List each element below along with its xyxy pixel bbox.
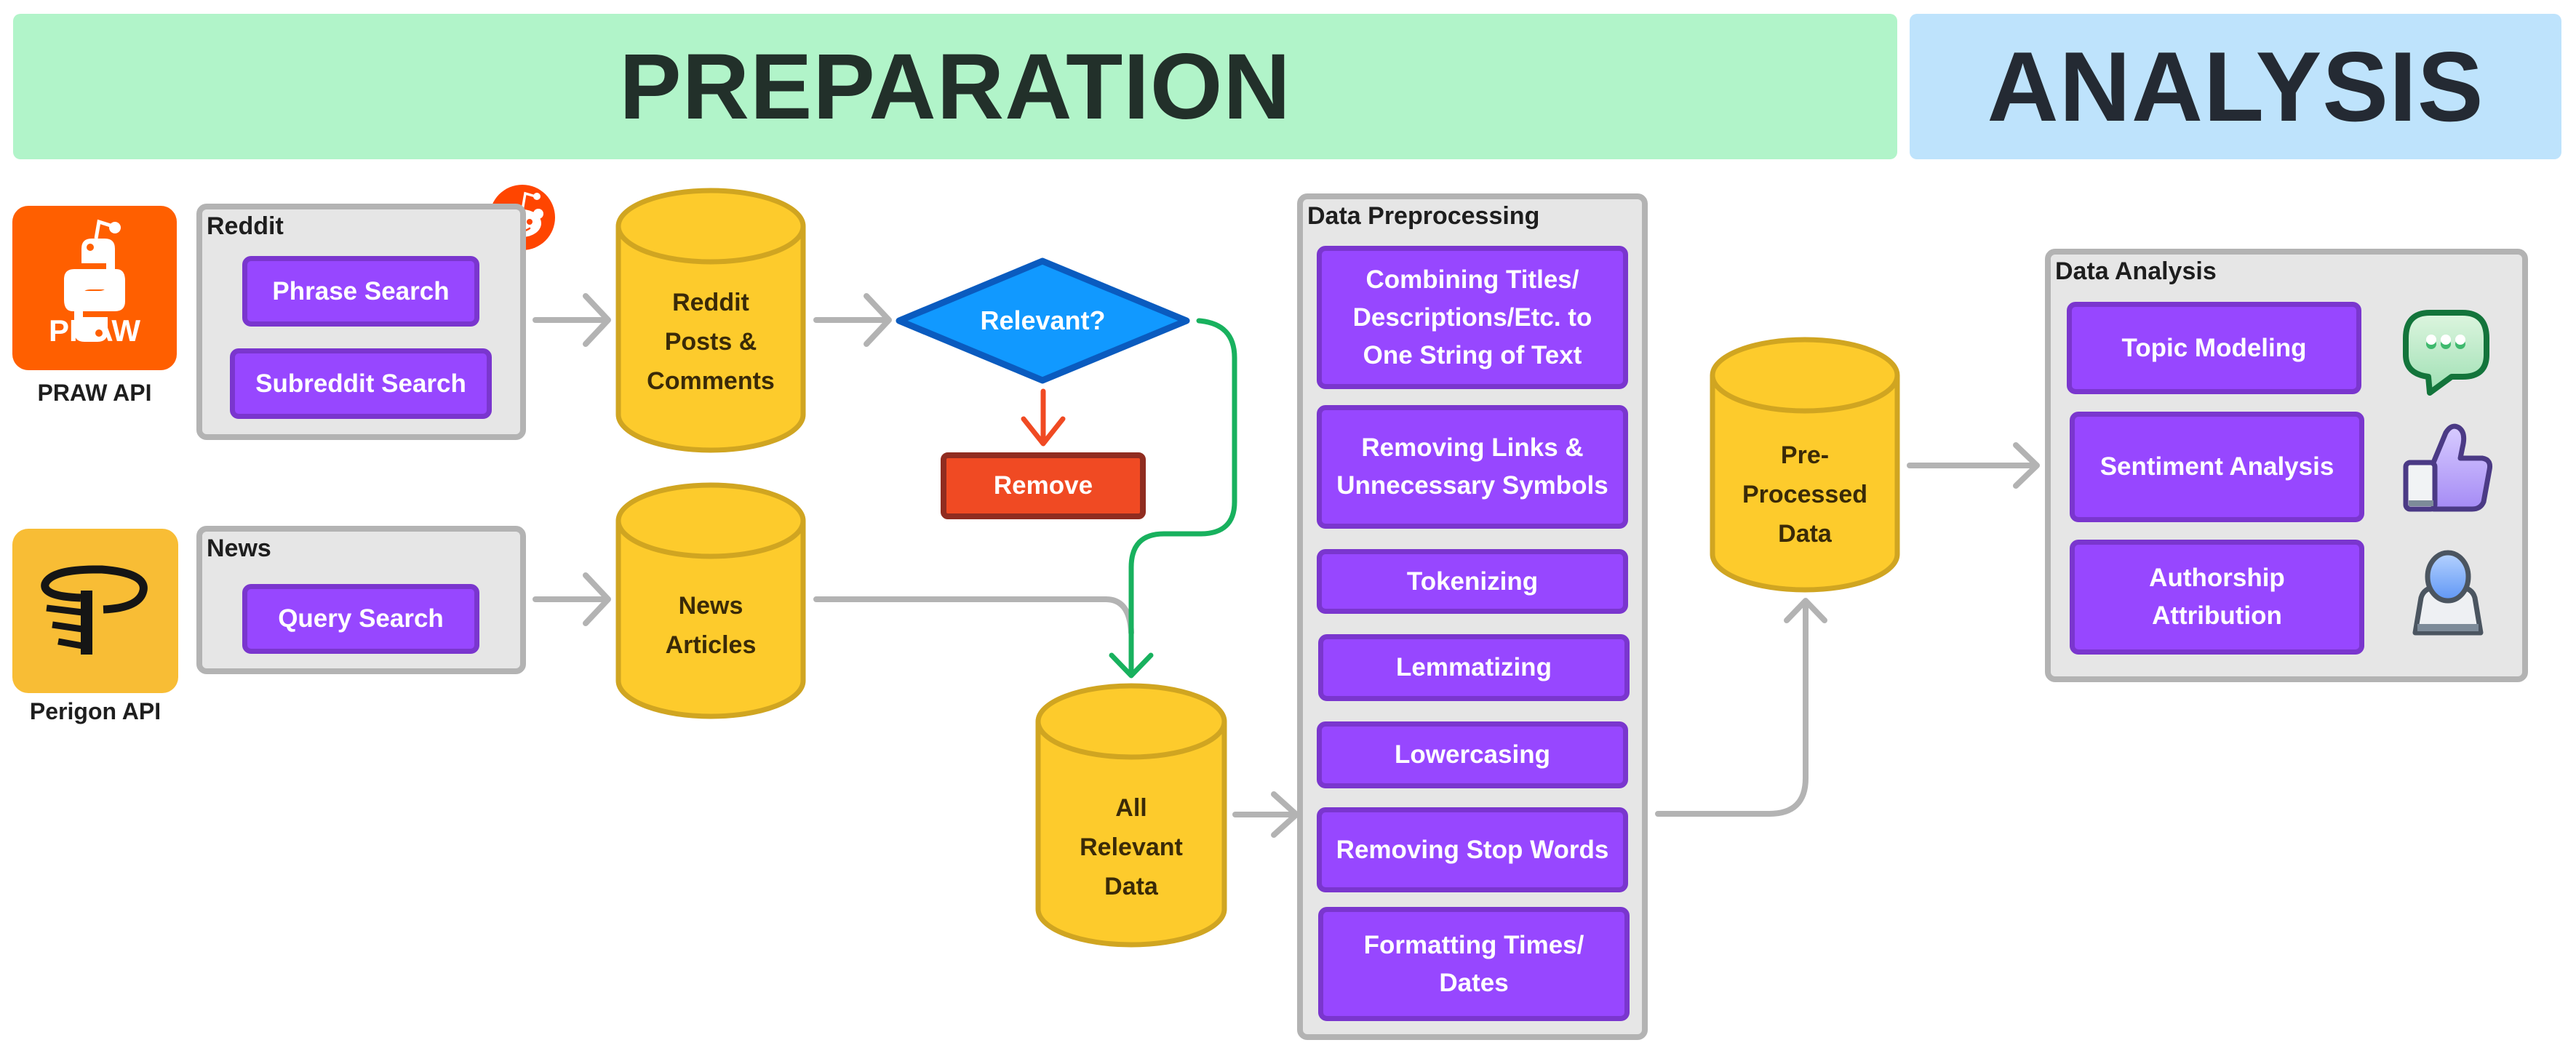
preprocessed-label: Pre- Processed Data xyxy=(1712,422,1897,567)
phrase-search-label: Phrase Search xyxy=(272,276,450,305)
analysis-banner: ANALYSIS xyxy=(1910,14,2561,159)
all-relevant-label: All Relevant Data xyxy=(1038,771,1224,924)
all-relevant-line: All xyxy=(1115,794,1147,822)
arrow-posts-to-decision xyxy=(813,293,892,347)
analysis-label: Sentiment Analysis xyxy=(2100,452,2334,481)
news-articles-label: News Articles xyxy=(618,567,803,684)
preparation-title: PREPARATION xyxy=(619,34,1291,139)
preprocessing-panel-title: Data Preprocessing xyxy=(1307,202,1540,230)
preprocessing-step-tokenizing[interactable]: Tokenizing xyxy=(1317,549,1628,614)
query-search-label: Query Search xyxy=(278,604,444,633)
subreddit-search-step[interactable]: Subreddit Search xyxy=(230,348,492,419)
perigon-logo-tile xyxy=(12,529,178,693)
remove-label: Remove xyxy=(993,471,1093,500)
all-relevant-line: Relevant xyxy=(1080,833,1183,861)
reddit-panel-title: Reddit xyxy=(207,212,284,240)
analysis-label: Topic Modeling xyxy=(2121,333,2307,362)
analysis-title: ANALYSIS xyxy=(1987,31,2484,142)
reddit-posts-line: Reddit xyxy=(672,289,749,316)
reddit-posts-label: Reddit Posts & Comments xyxy=(618,269,803,415)
arrow-articles-to-all-relevant xyxy=(813,596,1134,636)
news-panel-title: News xyxy=(207,535,271,562)
preprocessing-step-combine[interactable]: Combining Titles/ Descriptions/Etc. to O… xyxy=(1317,246,1628,389)
analysis-topic-modeling[interactable]: Topic Modeling xyxy=(2067,302,2361,394)
praw-logo-text: PRAW xyxy=(49,313,140,348)
datastore-reddit-posts xyxy=(615,188,806,453)
step-line: Lowercasing xyxy=(1395,740,1550,769)
step-line: Combining Titles/ xyxy=(1365,265,1579,294)
analysis-sentiment[interactable]: Sentiment Analysis xyxy=(2070,412,2364,522)
step-line: Descriptions/Etc. to xyxy=(1352,303,1592,332)
arrow-all-relevant-to-preprocessing xyxy=(1232,791,1299,838)
reddit-posts-line: Posts & xyxy=(664,328,757,356)
remove-step[interactable]: Remove xyxy=(941,452,1146,519)
news-articles-line: News xyxy=(678,592,743,620)
preprocessed-line: Processed xyxy=(1742,481,1867,508)
decision-diamond xyxy=(896,257,1190,384)
datastore-all-relevant xyxy=(1035,683,1227,948)
arrow-preprocessed-to-analysis xyxy=(1907,442,2040,489)
analysis-label: Attribution xyxy=(2152,601,2282,630)
news-source-panel: News Query Search xyxy=(196,526,526,674)
step-line: One String of Text xyxy=(1363,340,1582,369)
preprocessing-step-format-dates[interactable]: Formatting Times/ Dates xyxy=(1318,907,1630,1021)
preprocessing-step-stop-words[interactable]: Removing Stop Words xyxy=(1317,807,1628,892)
all-relevant-line: Data xyxy=(1104,873,1158,900)
preprocessed-line: Pre- xyxy=(1780,441,1830,469)
step-line: Tokenizing xyxy=(1406,567,1539,596)
preparation-banner: PREPARATION xyxy=(13,14,1897,159)
decision-label: Relevant? xyxy=(980,305,1106,335)
arrow-decision-to-all-relevant xyxy=(1109,318,1237,679)
step-line: Lemmatizing xyxy=(1396,653,1552,681)
preprocessing-step-remove-links[interactable]: Removing Links & Unnecessary Symbols xyxy=(1317,405,1628,529)
analysis-panel-title: Data Analysis xyxy=(2055,257,2217,285)
preprocessed-line: Data xyxy=(1778,520,1832,548)
praw-logo-tile: PRAW xyxy=(12,206,177,370)
datastore-preprocessed xyxy=(1710,337,1900,593)
news-articles-line: Articles xyxy=(665,631,757,659)
step-line: Dates xyxy=(1439,968,1509,997)
analysis-label: Authorship xyxy=(2149,564,2285,592)
step-line: Unnecessary Symbols xyxy=(1336,471,1608,500)
query-search-step[interactable]: Query Search xyxy=(242,584,479,654)
analysis-authorship[interactable]: Authorship Attribution xyxy=(2070,540,2364,655)
phrase-search-step[interactable]: Phrase Search xyxy=(242,256,479,327)
step-line: Removing Stop Words xyxy=(1336,835,1609,864)
preprocessing-step-lowercasing[interactable]: Lowercasing xyxy=(1317,721,1628,788)
praw-api-label: PRAW API xyxy=(37,380,152,406)
preprocessing-step-lemmatizing[interactable]: Lemmatizing xyxy=(1318,634,1630,701)
step-line: Removing Links & xyxy=(1361,433,1584,462)
reddit-source-panel: Reddit Phrase Search Subreddit Search xyxy=(196,204,526,440)
subreddit-search-label: Subreddit Search xyxy=(255,369,466,398)
reddit-posts-line: Comments xyxy=(647,367,775,395)
arrow-decision-to-remove xyxy=(1021,388,1066,447)
datastore-news-articles xyxy=(615,482,806,719)
perigon-api-label: Perigon API xyxy=(29,698,162,724)
arrow-reddit-to-posts xyxy=(533,293,611,347)
arrow-news-to-articles xyxy=(533,572,611,626)
step-line: Formatting Times/ xyxy=(1363,930,1584,959)
arrow-preprocessing-to-preprocessed xyxy=(1655,598,1827,817)
